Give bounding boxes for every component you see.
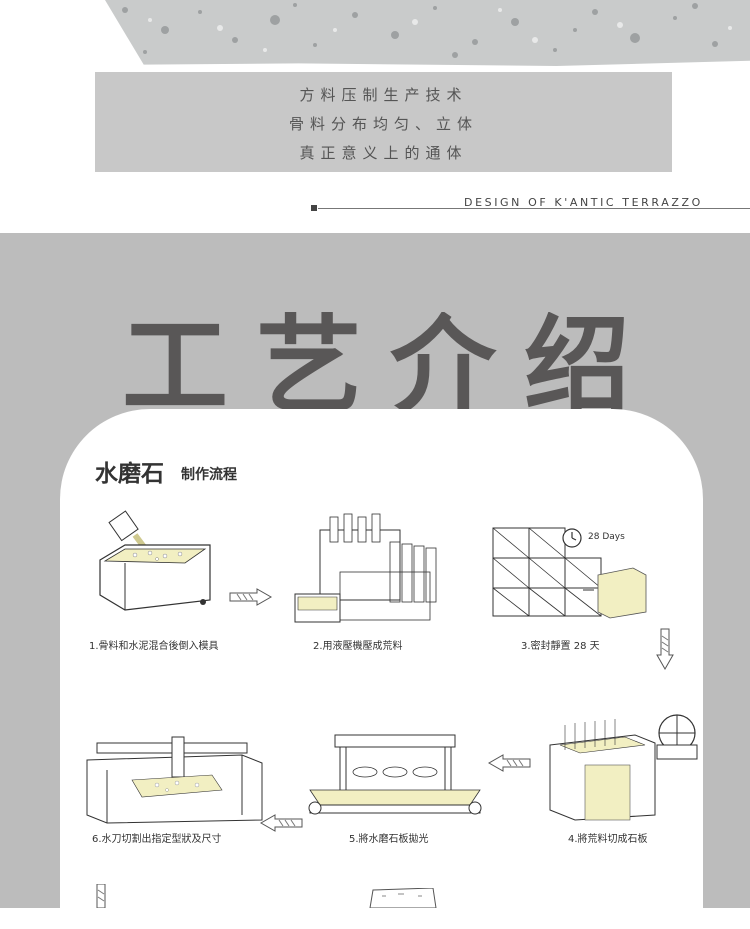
section-title: 工 艺 介 绍 bbox=[0, 312, 750, 412]
banner-line-3: 真正意义上的通体 bbox=[299, 144, 468, 162]
step-3-caption: 3.密封靜置 28 天 bbox=[521, 641, 600, 652]
tagline-marker bbox=[311, 205, 317, 211]
section-title-char-4: 绍 bbox=[524, 312, 630, 412]
section-title-char-3: 介 bbox=[390, 312, 496, 412]
arrow-left-icon bbox=[259, 814, 303, 832]
arrow-right-icon bbox=[229, 588, 273, 606]
intro-banner: 方料压制生产技术 骨料分布均匀、立体 真正意义上的通体 bbox=[95, 72, 672, 172]
step-6-caption: 6.水刀切割出指定型狀及尺寸 bbox=[92, 834, 222, 845]
design-tagline: DESIGN OF K'ANTIC TERRAZZO bbox=[464, 196, 703, 209]
days-label: 28 Days bbox=[588, 532, 625, 542]
clock-icon bbox=[562, 528, 582, 548]
section-title-char-2: 艺 bbox=[256, 312, 362, 412]
arrow-down-icon bbox=[656, 628, 674, 670]
tagline-rule bbox=[318, 208, 750, 209]
process-title: 水磨石 bbox=[95, 461, 164, 487]
arrow-down-icon bbox=[96, 884, 106, 908]
banner-line-2: 骨料分布均匀、立体 bbox=[288, 115, 478, 133]
section-title-char-1: 工 bbox=[122, 312, 228, 412]
process-subtitle: 制作流程 bbox=[181, 467, 237, 483]
step-5-illustration bbox=[308, 734, 482, 815]
arrow-left-icon bbox=[487, 754, 531, 772]
step-1-caption: 1.骨料和水泥混合後倒入模具 bbox=[89, 641, 219, 652]
process-card bbox=[60, 409, 703, 929]
step-2-illustration bbox=[294, 513, 437, 623]
step-6-illustration bbox=[86, 736, 263, 824]
step-7-illustration bbox=[369, 888, 437, 908]
step-2-caption: 2.用液壓機壓成荒料 bbox=[313, 641, 403, 652]
step-5-caption: 5.將水磨石板拋光 bbox=[349, 834, 429, 845]
step-4-illustration bbox=[549, 714, 698, 821]
banner-line-1: 方料压制生产技术 bbox=[299, 86, 468, 104]
step-3-illustration bbox=[492, 527, 647, 619]
terrazzo-stone-image bbox=[105, 0, 750, 66]
step-1-illustration bbox=[99, 510, 211, 611]
step-4-caption: 4.將荒料切成石板 bbox=[568, 834, 648, 845]
